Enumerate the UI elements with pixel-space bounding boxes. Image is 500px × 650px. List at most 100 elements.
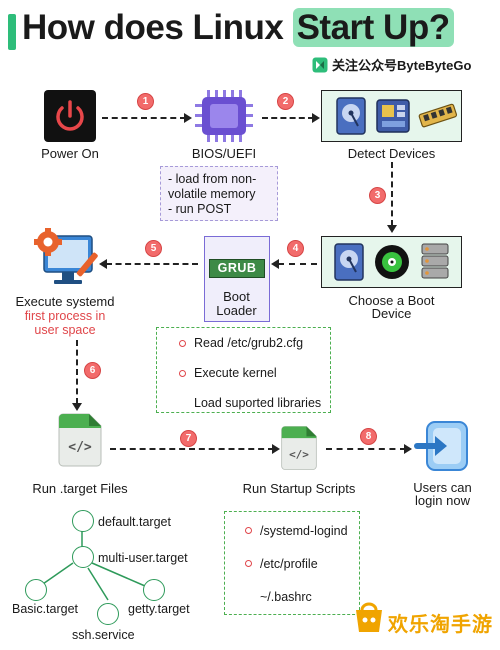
step-badge-5: 5 [145, 240, 162, 257]
choose-boot-device-node [321, 236, 462, 288]
file-code-icon [281, 426, 317, 470]
bios-label: BIOS/UEFI [191, 146, 257, 161]
tree-label-multi-user: multi-user.target [98, 551, 188, 565]
grub-badge: GRUB [209, 259, 265, 278]
step-badge-3: 3 [369, 187, 386, 204]
step-badge-2: 2 [277, 93, 294, 110]
systemd-note-line: first process in [24, 309, 106, 323]
step-badge-4: 4 [287, 240, 304, 257]
boot-loader-node: GRUB Boot Loader [204, 236, 270, 322]
tree-node-basic [25, 579, 47, 601]
grub-notes: Read /etc/grub2.cfg Execute kernel Load … [156, 327, 331, 413]
title-accent-bar [8, 14, 16, 50]
power-on-node [44, 90, 96, 142]
server-icon [421, 243, 449, 279]
arrow-8-head [404, 444, 412, 454]
script-note: /etc/profile [225, 547, 359, 580]
tree-node-default [72, 510, 94, 532]
hard-disk-icon [336, 97, 366, 135]
login-node [413, 420, 471, 474]
login-label-line: login now [415, 493, 470, 508]
grub-note: Execute kernel [157, 358, 330, 388]
chip-icon [195, 90, 253, 142]
arrow-5-line [106, 263, 198, 265]
tree-node-ssh [97, 603, 119, 625]
code-glyph: </> [289, 448, 309, 461]
startup-scripts-node: </> [280, 423, 318, 473]
step-badge-8: 8 [360, 428, 377, 445]
choose-boot-device-label-line: Choose a Boot [348, 293, 435, 308]
bios-notes: - load from non- volatile memory - run P… [160, 166, 278, 221]
file-code-icon [58, 413, 102, 467]
arrow-2-head [312, 113, 320, 123]
step-badge-1: 1 [137, 93, 154, 110]
arrow-2-line [262, 117, 314, 119]
arrow-7-line [110, 448, 274, 450]
tree-node-multi-user [72, 546, 94, 568]
gear-monitor-icon [34, 228, 98, 284]
brand-logo-icon [312, 57, 328, 72]
arrow-4-head [271, 259, 279, 269]
script-notes: /systemd-logind /etc/profile ~/.bashrc [224, 511, 360, 615]
watermark-logo-icon [356, 602, 382, 632]
login-label: Users can login now [400, 481, 485, 507]
bullet-icon [179, 339, 186, 347]
arrow-6-line [76, 340, 78, 404]
choose-boot-device-label: Choose a Boot Device [321, 294, 462, 320]
step-badge-7: 7 [180, 430, 197, 447]
grub-note-text: Load suported libraries [194, 396, 322, 410]
grub-note-text: Read /etc/grub2.cfg [194, 336, 304, 350]
cd-icon [375, 245, 409, 279]
bios-node [193, 88, 255, 144]
tree-node-getty [143, 579, 165, 601]
arrow-4-line [278, 263, 317, 265]
hard-disk-icon [334, 243, 364, 281]
detect-devices-node [321, 90, 462, 142]
script-note: ~/.bashrc [225, 580, 359, 613]
bios-note-line: - load from non- [168, 172, 257, 186]
bios-note-line: volatile memory [168, 187, 256, 201]
ram-icon [418, 103, 458, 128]
bullet-icon [245, 560, 252, 567]
brand-tag: 关注公众号ByteByteGo [312, 55, 471, 74]
systemd-label: Execute systemd [15, 294, 115, 309]
arrow-3-head [387, 225, 397, 233]
tree-label-getty: getty.target [128, 602, 190, 616]
target-files-label: Run .target Files [32, 481, 128, 496]
title-highlight: Start Up? [292, 8, 454, 47]
arrow-1-head [184, 113, 192, 123]
boot-loader-label-line: Loader [216, 303, 257, 318]
detect-devices-label: Detect Devices [347, 146, 436, 161]
bullet-icon [245, 527, 252, 534]
arrow-6-head [72, 403, 82, 411]
brand-text: 关注公众号ByteByteGo [332, 58, 472, 73]
grub-note: Read /etc/grub2.cfg [157, 328, 330, 358]
boot-loader-label: Boot Loader [205, 290, 268, 318]
script-note-text: /systemd-logind [260, 523, 348, 538]
script-note-text: ~/.bashrc [260, 589, 312, 604]
choose-boot-device-label-line: Device [371, 306, 412, 321]
title-main: How does Linux [22, 8, 293, 47]
bullet-icon [179, 369, 186, 377]
page-title: How does Linux Start Up? [22, 8, 454, 48]
watermark-logo [352, 602, 386, 636]
systemd-node [30, 226, 100, 290]
login-icon [414, 421, 468, 471]
motherboard-icon [376, 99, 410, 133]
systemd-note-line: user space [34, 323, 96, 337]
bios-note-line: - run POST [168, 202, 232, 216]
tree-label-ssh: ssh.service [72, 628, 135, 642]
script-note-text: /etc/profile [260, 556, 318, 571]
arrow-1-line [102, 117, 186, 119]
power-on-label: Power On [41, 146, 99, 161]
code-glyph: </> [68, 440, 92, 455]
target-files-node: </> [57, 412, 103, 468]
grub-note: Load suported libraries [157, 388, 330, 418]
step-badge-6: 6 [84, 362, 101, 379]
grub-note-text: Execute kernel [194, 366, 277, 380]
arrow-7-head [272, 444, 280, 454]
power-icon [56, 100, 84, 131]
startup-scripts-label: Run Startup Scripts [242, 481, 356, 496]
watermark-text: 欢乐淘手游 [388, 614, 493, 636]
arrow-8-line [326, 448, 406, 450]
